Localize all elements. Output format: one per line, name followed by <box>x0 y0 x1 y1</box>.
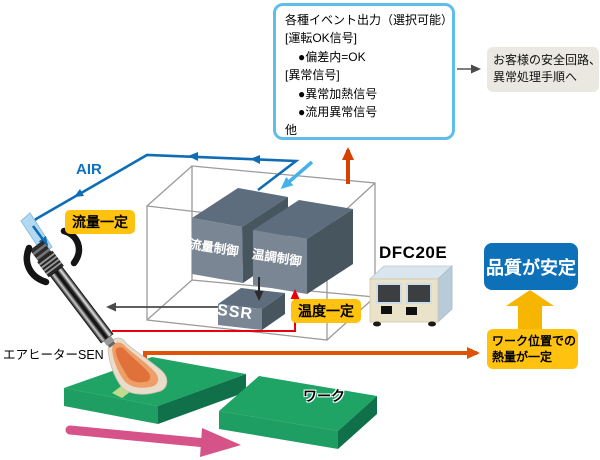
safety-line: 異常処理手順へ <box>493 70 578 84</box>
temp-control-block <box>253 200 353 294</box>
event-line: [運転OK信号] <box>285 31 358 46</box>
ssr-block <box>218 288 285 330</box>
work-piece-right <box>219 376 377 449</box>
air-heater-label: エアヒーターSEN <box>3 348 104 362</box>
dfc20e-label: DFC20E <box>379 243 448 262</box>
flow-constant-label: 流量一定 <box>65 210 135 234</box>
event-output-box: 各種イベント出力（選択可能） [運転OK信号] ●偏差内=OK [異常信号] ●… <box>273 3 455 140</box>
air-label: AIR <box>76 161 102 178</box>
heat-line: ワーク位置での <box>492 334 577 348</box>
safety-line: お客様の安全回路、 <box>493 53 600 67</box>
event-line: ●流用異常信号 <box>298 105 378 120</box>
clamp-upper-claw <box>60 227 83 267</box>
device-display-right <box>406 283 432 304</box>
clamp-lower-claw <box>23 244 50 286</box>
event-line: 他 <box>285 123 298 138</box>
event-line: 各種イベント出力（選択可能） <box>285 13 454 27</box>
work-label: ワーク <box>303 388 345 404</box>
customer-safety-box: お客様の安全回路、 異常処理手順へ <box>487 47 600 92</box>
event-line: ●偏差内=OK <box>298 49 366 64</box>
dfc20e-device <box>368 265 454 327</box>
device-button-right <box>406 307 417 315</box>
device-button-left <box>381 306 392 314</box>
air-input-arrow <box>280 160 314 189</box>
air-heater <box>23 227 116 348</box>
event-line: [異常信号] <box>285 68 340 83</box>
quality-stable-box: 品質が安定 <box>484 243 578 290</box>
temp-constant-label: 温度一定 <box>291 299 361 323</box>
hot-air-flame <box>107 337 168 395</box>
heat-to-quality-arrow <box>506 290 554 331</box>
work-movement-arrow <box>65 425 241 457</box>
heat-constant-box: ワーク位置での 熱量が一定 <box>487 329 578 369</box>
heat-line: 熱量が一定 <box>492 350 553 364</box>
device-display-left <box>376 283 402 304</box>
event-line: ●異常加熱信号 <box>298 86 378 101</box>
